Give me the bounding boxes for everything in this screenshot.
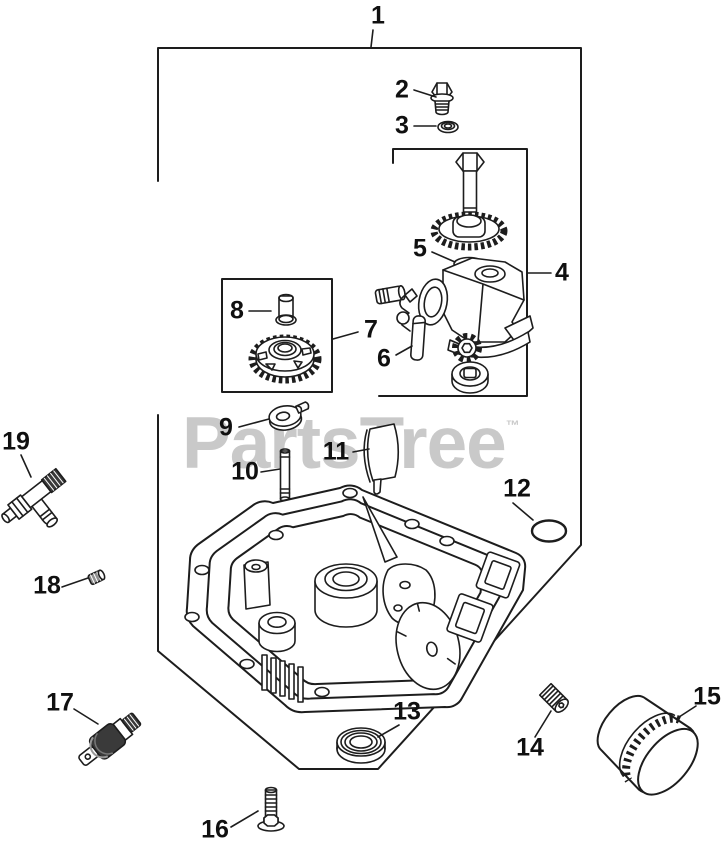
callout-label-14: 14 [516,733,544,762]
watermark-tm: ™ [505,417,520,433]
leader-line-16 [231,811,258,827]
callout-label-2: 2 [395,75,409,104]
callout-label-6: 6 [377,344,391,373]
gear-group-box [222,279,332,392]
pan-round-plate [387,596,468,696]
pan-fins [262,655,303,702]
part-4-oil-pump-assembly [415,153,533,393]
part-11-screen [364,424,398,494]
watermark-text: PartsTree [182,403,507,484]
callout-label-9: 9 [219,413,233,442]
oil-pump-group-box [379,149,527,396]
callout-label-5: 5 [413,234,427,263]
part-19-fitting [0,468,82,547]
pan-cam-boss [259,613,295,652]
callout-label-19: 19 [2,427,30,456]
leader-line-2 [414,90,436,97]
callout-label-10: 10 [231,457,259,486]
leader-line-7 [333,332,358,339]
callout-label-16: 16 [201,815,229,844]
leader-line-11 [353,449,369,452]
oil-pan [185,486,525,713]
leader-line-12 [513,503,533,520]
callout-label-8: 8 [230,296,244,325]
pan-main-bore [315,564,377,627]
leader-line-5 [432,252,455,262]
part-7-gear [252,337,318,380]
oil-pump-body [415,258,533,357]
part-18-plug [88,569,106,585]
part-2-screw [431,83,453,115]
leader-line-13 [378,725,399,737]
leader-lines [21,30,696,827]
callout-label-18: 18 [33,571,61,600]
pump-bolt [456,153,484,221]
pump-outer-rotor [452,362,488,393]
watermark: PartsTree™ [182,389,520,480]
leader-line-6 [396,346,412,355]
callout-label-13: 13 [393,697,421,726]
callout-label-11: 11 [322,437,350,466]
pan-brackets [446,551,520,643]
pump-gear [434,215,504,247]
leader-line-15 [676,706,696,719]
callout-label-17: 17 [46,688,74,717]
pan-post [244,560,270,609]
leader-line-19 [21,455,31,477]
part-3-washer [438,122,458,133]
part-17-pressure-switch [73,708,144,772]
leader-line-9 [239,419,269,427]
callout-label-3: 3 [395,111,409,140]
callout-label-1: 1 [371,1,385,30]
callout-label-12: 12 [503,474,531,503]
callout-label-15: 15 [693,682,721,711]
part-15-oil-filter [584,682,710,806]
leader-line-14 [535,711,551,737]
part-6-relief-valve [375,285,426,360]
pump-inner-rotor [455,336,479,360]
leader-line-18 [62,578,88,587]
part-12-oring [532,521,566,542]
part-9-washer [268,402,312,432]
part-8-pin [276,295,296,326]
leader-line-17 [74,709,98,724]
leader-line-10 [261,469,280,472]
part-10-stud [281,449,290,501]
leader-line-1 [371,30,373,47]
callout-label-7: 7 [364,315,378,344]
pan-rib [363,497,397,562]
part-13-seal [337,728,385,763]
part-14-plug [540,684,571,715]
callout-label-4: 4 [555,258,569,287]
part-16-bolt [258,788,284,832]
